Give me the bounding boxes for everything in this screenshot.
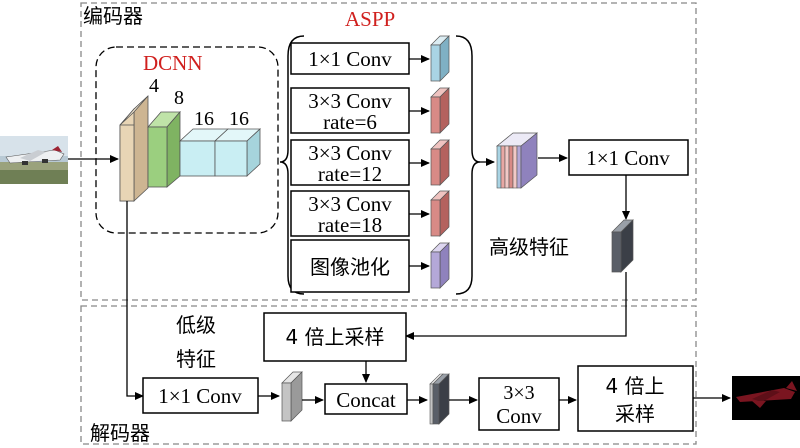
stride-label-16b: 16 xyxy=(229,108,249,130)
aspp-left-brace xyxy=(279,35,305,295)
decoder-conv-1x1 xyxy=(142,377,259,414)
aspp-branch-rate12-line1: 3×3 Conv xyxy=(308,141,392,165)
aspp-branch-rate6-line1: 3×3 Conv xyxy=(308,89,392,113)
stride-label-16a: 16 xyxy=(194,108,214,130)
input-image xyxy=(0,136,68,184)
low-level-feature-label-line2: 特征 xyxy=(176,347,216,371)
aspp-feature-pooling xyxy=(430,242,450,289)
stride-label-8: 8 xyxy=(174,87,184,109)
aspp-feature-rate6 xyxy=(430,87,450,134)
decoder-conv-1x1-label: 1×1 Conv xyxy=(158,384,242,408)
encoder-conv-1x1 xyxy=(568,139,689,176)
concat-label: Concat xyxy=(336,388,396,412)
decoder-conv-3x3 xyxy=(478,377,560,431)
aspp-feature-rate18 xyxy=(430,190,450,237)
dcnn-block-stride-4 xyxy=(119,95,149,202)
dcnn-block-stride-16-b xyxy=(213,128,262,177)
aspp-title: ASPP xyxy=(345,7,395,31)
encoder-label: 编码器 xyxy=(83,4,143,28)
concat-box xyxy=(324,383,408,415)
low-level-feature-map xyxy=(281,371,303,422)
dcnn-block-stride-8 xyxy=(147,110,181,188)
high-feature-to-upsample-arrow xyxy=(405,272,627,340)
decoder-conv-3x3-line1: 3×3 xyxy=(503,382,534,404)
high-level-feature-map xyxy=(611,219,634,273)
aspp-concat-stack xyxy=(496,132,538,189)
aspp-branch-pooling-label: 图像池化 xyxy=(310,255,390,279)
aspp-branch-rate12-line2: rate=12 xyxy=(318,162,382,186)
decoder-conv-3x3-line2: Conv xyxy=(496,404,542,428)
decoder-concat-feature-map xyxy=(429,373,450,425)
aspp-branch-rate12 xyxy=(290,139,410,186)
aspp-branch-rate18 xyxy=(290,190,410,237)
aspp-branch-rate6-line2: rate=6 xyxy=(323,110,377,134)
encoder-region xyxy=(80,2,697,301)
dcnn-block-stride-16-a xyxy=(178,128,230,177)
upsample-4x-b-line2: 采样 xyxy=(615,402,655,426)
upsample-4x-b-line1: 4 倍上 xyxy=(605,374,664,398)
dcnn-group xyxy=(95,46,279,234)
upsample-4x-a-label: 4 倍上采样 xyxy=(285,325,384,349)
aspp-feature-rate12 xyxy=(430,139,450,186)
aspp-branch-1x1-label: 1×1 Conv xyxy=(308,47,392,71)
aspp-branch-rate18-line1: 3×3 Conv xyxy=(308,192,392,216)
output-segmentation xyxy=(732,376,800,420)
high-level-feature-label: 高级特征 xyxy=(489,235,569,259)
aspp-right-brace xyxy=(455,35,481,295)
aspp-feature-1x1 xyxy=(430,35,450,82)
upsample-4x-a xyxy=(263,312,407,362)
encoder-conv-1x1-label: 1×1 Conv xyxy=(586,146,670,170)
low-level-feature-arrow xyxy=(126,201,144,400)
low-level-feature-label-line1: 低级 xyxy=(176,313,216,337)
aspp-branch-rate18-line2: rate=18 xyxy=(318,213,382,237)
aspp-branch-pooling xyxy=(290,239,410,293)
stride-label-4: 4 xyxy=(149,75,159,97)
dcnn-title: DCNN xyxy=(143,51,203,75)
decoder-region xyxy=(80,305,697,445)
aspp-branch-rate6 xyxy=(290,87,410,134)
decoder-label: 解码器 xyxy=(90,421,150,445)
